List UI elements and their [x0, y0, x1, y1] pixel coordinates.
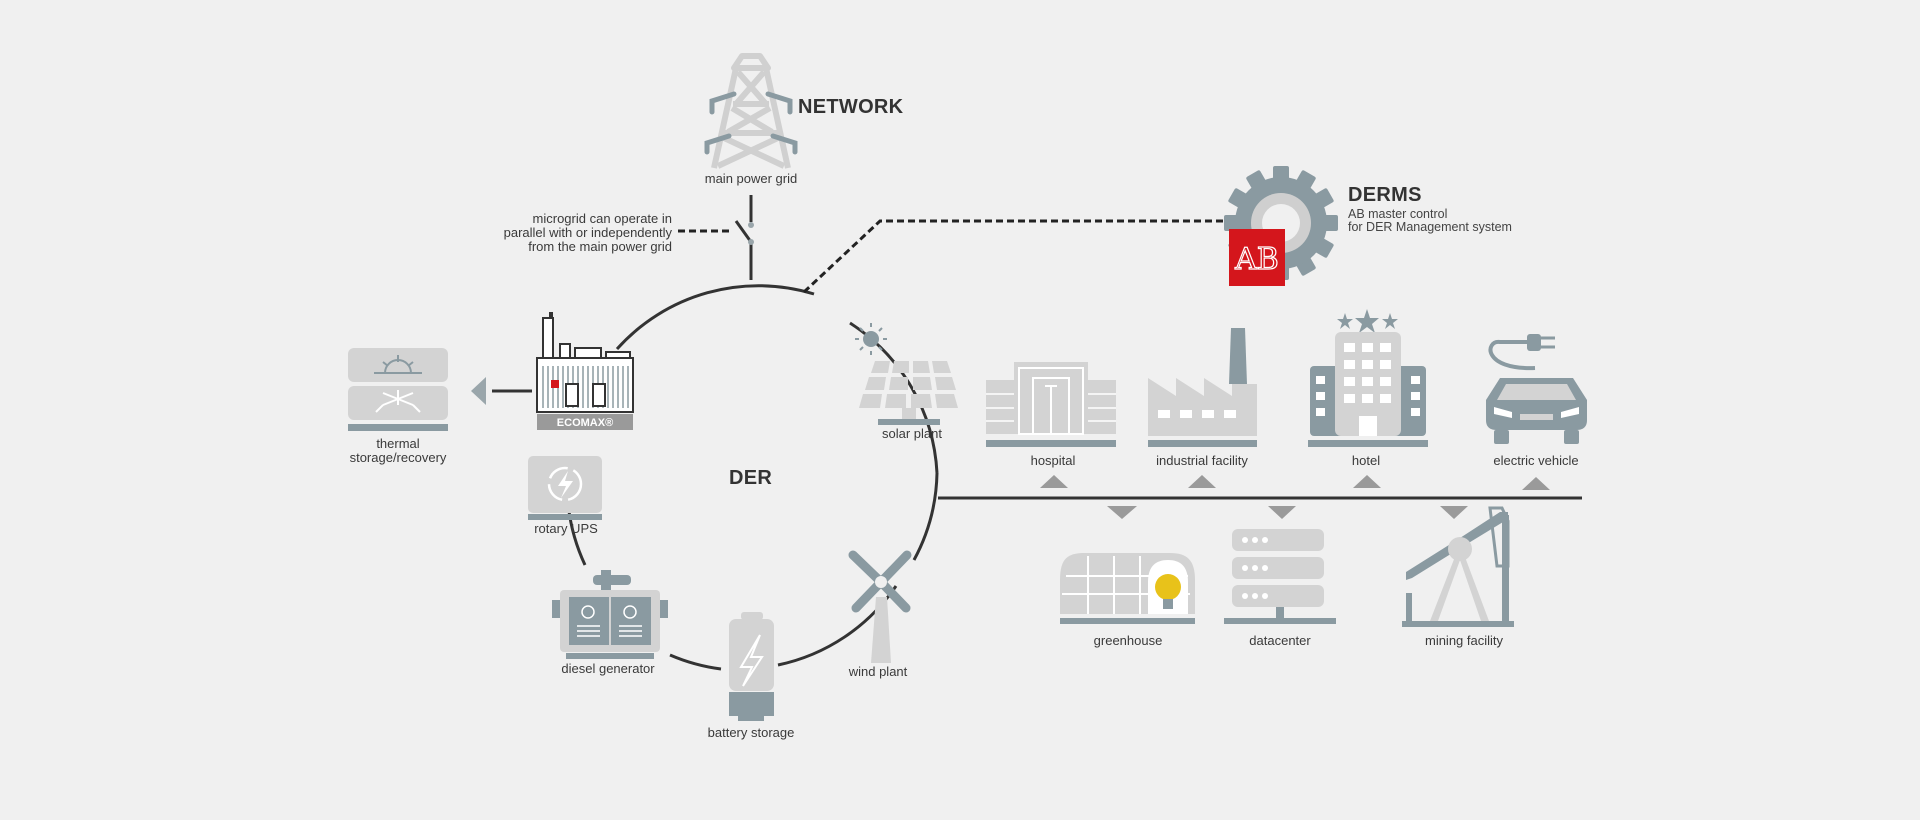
network-title: NETWORK — [798, 96, 904, 118]
ab-logo-icon: AB — [1229, 229, 1285, 286]
transmission-tower-icon — [704, 53, 798, 169]
thermal-label: thermal storage/recovery — [350, 437, 447, 465]
ab-logo-text: AB — [1234, 242, 1279, 277]
derms-control-link — [802, 219, 1238, 294]
diesel-generator-label: diesel generator — [561, 661, 655, 676]
switch-note-line3: from the main power grid — [528, 239, 672, 254]
hospital-label: hospital — [1030, 453, 1076, 468]
battery-icon — [729, 612, 774, 721]
hotel-icon — [1308, 309, 1428, 447]
derms-subtitle-line1: AB master control — [1348, 207, 1448, 221]
electric-vehicle-label: electric vehicle — [1493, 453, 1579, 468]
mining-facility-label: mining facility — [1424, 633, 1504, 648]
thermal-arrow — [471, 377, 486, 405]
switch-note-line2: parallel with or independently — [503, 225, 672, 240]
hotel-label: hotel — [1351, 453, 1381, 468]
derms-title: DERMS — [1348, 184, 1422, 206]
rotary-ups-icon — [528, 456, 602, 520]
thermal-label-line1: thermal — [376, 436, 420, 451]
electric-vehicle-icon — [1486, 334, 1587, 444]
thermal-storage-icon — [348, 348, 448, 431]
wind-plant-label: wind plant — [848, 664, 908, 679]
switch-note-line1: microgrid can operate in — [532, 211, 672, 226]
switch-note: microgrid can operate in parallel with o… — [500, 212, 672, 254]
diesel-generator-icon — [552, 570, 668, 659]
rotary-ups-label: rotary UPS — [534, 521, 598, 536]
hospital-icon — [986, 362, 1116, 447]
ecomax-label: ECOMAX® — [557, 417, 613, 429]
datacenter-label: datacenter — [1249, 633, 1311, 648]
industrial-facility-label: industrial facility — [1156, 453, 1248, 468]
factory-icon — [1148, 328, 1257, 447]
der-title: DER — [729, 467, 773, 489]
battery-storage-label: battery storage — [707, 725, 795, 740]
grid-switch — [734, 195, 754, 280]
solar-panel-icon — [855, 323, 958, 425]
wind-turbine-icon — [848, 550, 912, 663]
ecomax-generator-icon — [536, 312, 634, 430]
thermal-label-line2: storage/recovery — [349, 450, 447, 465]
supply-arrows — [1040, 475, 1550, 519]
main-power-grid-label: main power grid — [704, 171, 798, 186]
greenhouse-icon — [1060, 553, 1195, 624]
greenhouse-label: greenhouse — [1093, 633, 1163, 648]
derms-subtitle-line2: for DER Management system — [1348, 220, 1512, 234]
datacenter-icon — [1224, 529, 1336, 624]
derms-subtitle: AB master control for DER Management sys… — [1348, 208, 1512, 234]
solar-plant-label: solar plant — [882, 426, 942, 441]
pump-jack-icon — [1402, 506, 1514, 627]
